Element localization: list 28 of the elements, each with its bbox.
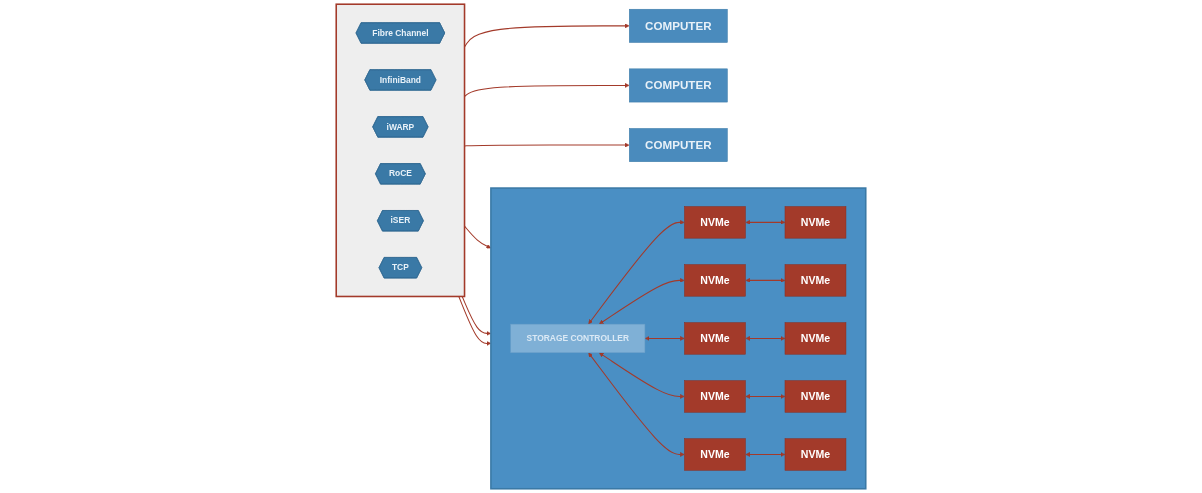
- node-box: COMPUTER: [629, 8, 728, 43]
- node-box: NVMe: [684, 380, 746, 413]
- node-box: NVMe: [684, 264, 746, 297]
- arrow: [745, 452, 786, 457]
- cluster: [335, 3, 466, 298]
- node-box: COMPUTER: [629, 128, 728, 162]
- arrow: [464, 142, 630, 148]
- arrow: [745, 336, 786, 341]
- node-box: NVMe: [784, 206, 847, 239]
- arrow: [745, 278, 786, 283]
- arrow: [588, 352, 685, 457]
- arrow: [599, 278, 685, 325]
- cluster: [490, 187, 867, 490]
- node-box: NVMe: [784, 438, 847, 471]
- arrow: [464, 83, 630, 98]
- node-box: NVMe: [684, 322, 746, 355]
- node-box: NVMe: [784, 264, 847, 297]
- arrow: [745, 220, 786, 225]
- arrow: [588, 220, 685, 325]
- node-box: NVMe: [784, 322, 847, 355]
- node-box: NVMe: [684, 206, 746, 239]
- arrow: [599, 352, 685, 399]
- node-box: COMPUTER: [629, 68, 728, 103]
- arrow: [644, 336, 685, 341]
- node-box: NVMe: [784, 380, 847, 413]
- arrow: [745, 394, 786, 399]
- node-box: STORAGE CONTROLLER: [510, 323, 646, 353]
- node-box: NVMe: [684, 438, 746, 471]
